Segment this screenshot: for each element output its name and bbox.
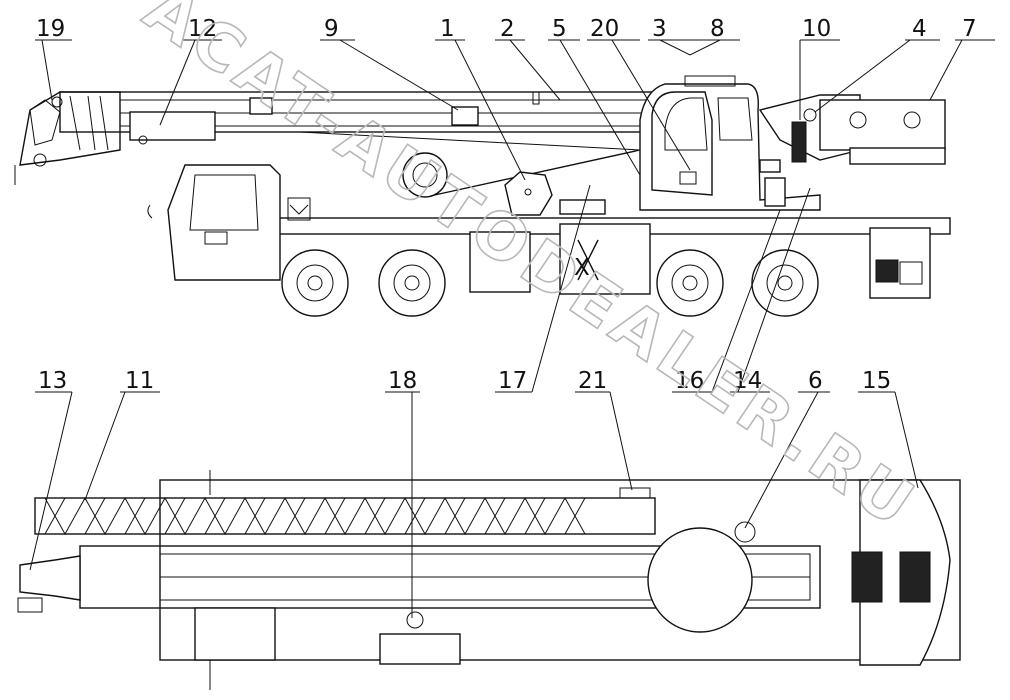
boom-side <box>59 91 661 151</box>
callout-4: 4 <box>912 16 927 42</box>
wheel-2 <box>378 249 446 317</box>
superstructure-side <box>639 75 946 211</box>
callout-15: 15 <box>862 368 891 394</box>
callout-2: 2 <box>500 16 515 42</box>
wheel-3 <box>656 249 724 317</box>
wheel-4 <box>751 249 819 317</box>
carrier-chassis-side: X <box>269 217 951 299</box>
callout-17: 17 <box>498 368 527 394</box>
callout-7: 7 <box>962 16 977 42</box>
callout-8: 8 <box>710 16 725 42</box>
top-view <box>17 470 961 690</box>
winch-side <box>402 149 641 216</box>
callout-11: 11 <box>125 368 154 394</box>
callout-10: 10 <box>802 16 831 42</box>
callout-19: 19 <box>36 16 65 42</box>
callout-3: 3 <box>652 16 667 42</box>
callout-12: 12 <box>188 16 217 42</box>
boom-head-side <box>14 91 121 185</box>
callout-18: 18 <box>388 368 417 394</box>
driver-cab-side <box>147 164 311 281</box>
callout-14: 14 <box>733 368 762 394</box>
leader-lines <box>29 39 995 618</box>
callout-labels: 19 12 9 1 2 5 20 3 8 10 4 7 13 11 18 17 … <box>36 16 977 394</box>
callout-20: 20 <box>590 16 619 42</box>
callout-1: 1 <box>440 16 455 42</box>
xcmg-logo-icon <box>287 197 311 221</box>
callout-6: 6 <box>808 368 823 394</box>
wheels-side <box>281 249 819 317</box>
callout-16: 16 <box>675 368 704 394</box>
callout-13: 13 <box>38 368 67 394</box>
superstructure-top <box>159 470 961 690</box>
wheel-1 <box>281 249 349 317</box>
carrier-door-letter: X <box>574 255 590 281</box>
lattice-jib-top <box>34 496 656 536</box>
callout-5: 5 <box>552 16 567 42</box>
callout-9: 9 <box>324 16 339 42</box>
side-view: X <box>14 75 951 317</box>
callout-21: 21 <box>578 368 607 394</box>
